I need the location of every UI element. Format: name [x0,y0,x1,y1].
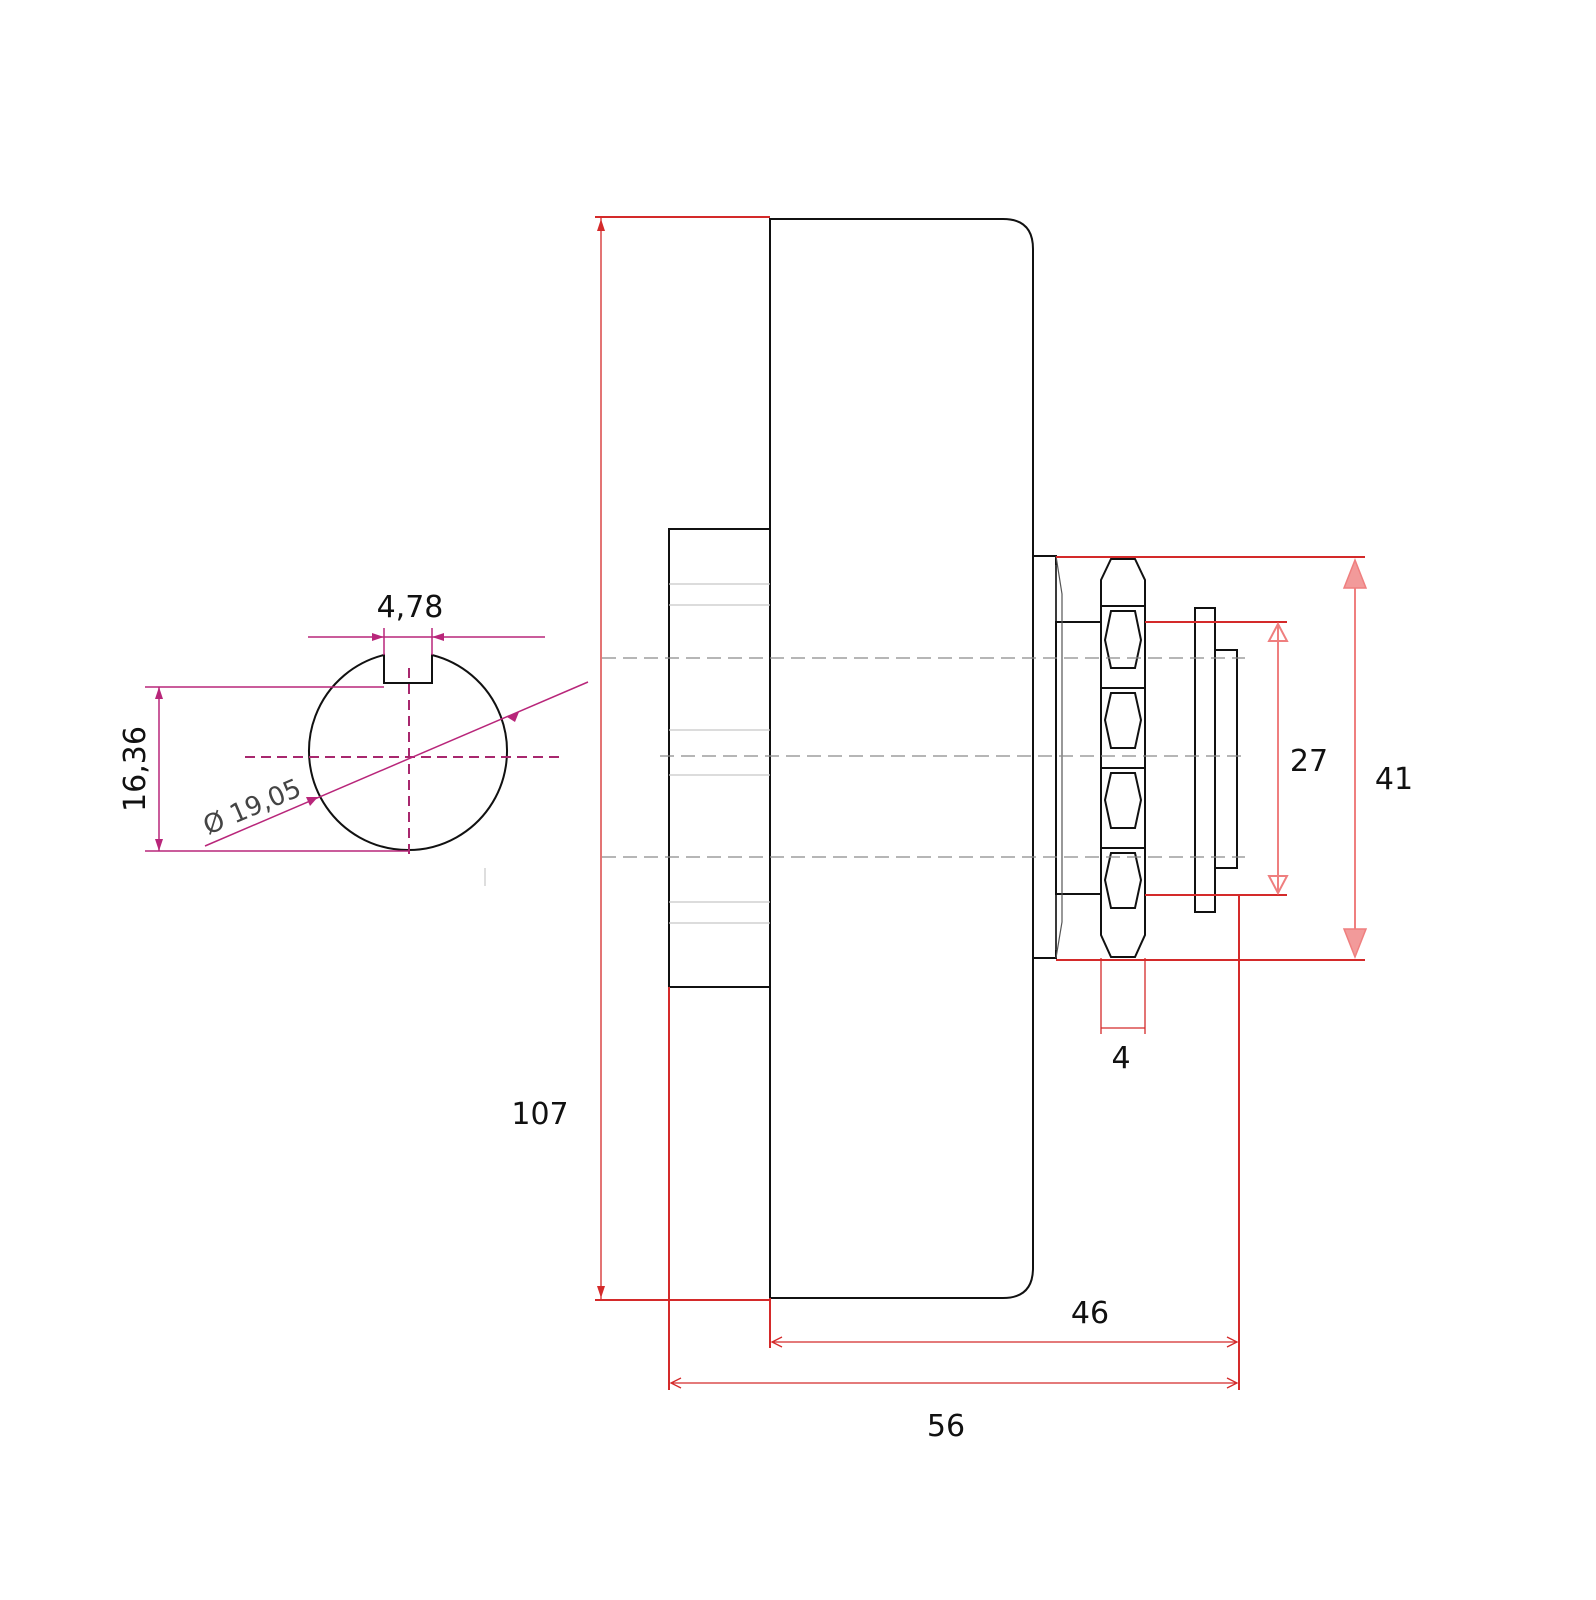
hub-dimension-label: 27 [1290,744,1328,779]
shaft-end [1214,649,1238,869]
hub-dimension [1145,621,1289,896]
shaft-cross-section: 4,78 16,36 Ø 19,05 [118,590,589,886]
length-46-dimension [769,895,1240,1390]
length-56-label: 56 [927,1409,965,1444]
sprocket-teeth [1101,605,1145,909]
length-56-dimension [668,987,1239,1390]
motor-body [769,218,1034,1299]
flat-height-label: 16,36 [118,726,153,812]
motor-side-view [602,218,1245,1299]
overall-height-label: 107 [511,1097,568,1132]
diameter-leader [204,681,589,847]
sprocket-diameter-dimension [1056,556,1368,961]
bearing-collar [1032,555,1057,959]
hub [1055,621,1102,895]
keyway-width-dimension [308,628,545,655]
sprocket-width-dimension [1100,958,1146,1034]
keyway-width-label: 4,78 [377,590,444,625]
sprocket [1100,558,1146,958]
shaft-washer [1194,607,1216,913]
sprocket-diameter-label: 41 [1375,762,1413,797]
length-46-label: 46 [1071,1296,1109,1331]
shaft-profile [308,653,508,852]
flat-height-dimension [145,686,409,852]
overall-height-dimension [595,216,770,1301]
mounting-flange [668,528,771,988]
sprocket-width-label: 4 [1111,1041,1130,1076]
hub-taper [1055,555,1063,959]
flange-lines [669,583,770,924]
diameter-label: Ø 19,05 [199,774,306,842]
